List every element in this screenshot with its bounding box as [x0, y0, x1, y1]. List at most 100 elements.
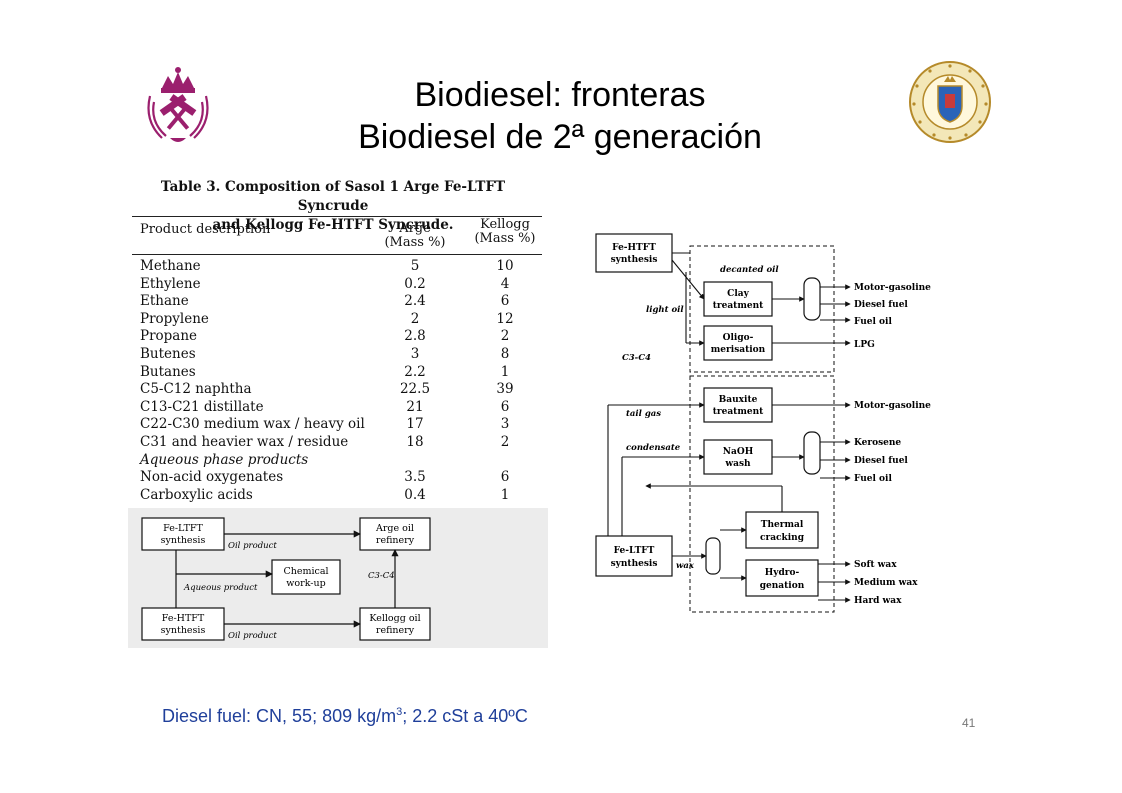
table-row: Carboxylic acids 0.4 1: [140, 487, 545, 505]
slide-title: Biodiesel: fronteras Biodiesel de 2ª gen…: [240, 74, 880, 158]
out-fuel-oil-2: Fuel oil: [854, 474, 892, 484]
table-row: Aqueous phase products: [140, 452, 545, 470]
out-motor-gasoline-2: Motor-gasoline: [854, 401, 931, 411]
university-seal-logo: [909, 61, 991, 143]
row-product: Butanes: [140, 363, 196, 380]
ld-oil-product-top: Oil product: [228, 541, 277, 551]
rd-fe-ltft-box: [595, 535, 673, 577]
row-arge: 17: [406, 416, 424, 433]
title-line-1: Biodiesel: fronteras: [414, 76, 706, 114]
ld-htft-l2: synthesis: [161, 625, 206, 636]
rd-htft-l1: Fe-HTFT: [612, 243, 656, 253]
column-2: [803, 431, 821, 475]
row-arge: 18: [406, 433, 424, 450]
ld-aqueous-product: Aqueous product: [183, 583, 258, 593]
row-kellogg: 10: [496, 258, 514, 274]
table-row: Methane 5 10: [140, 258, 545, 276]
row-arge: 21: [406, 398, 424, 415]
header-product: Product description: [140, 222, 271, 237]
footer-prefix: Diesel fuel: CN, 55; 809 kg/m: [162, 706, 397, 726]
row-product: Propylene: [140, 310, 209, 327]
ld-ltft-l1: Fe-LTFT: [163, 523, 203, 534]
rd-naoh-l1: NaOH: [723, 447, 754, 457]
table-header-rule: [132, 254, 542, 255]
right-flow-diagram: Fe-HTFT synthesis Fe-LTFT synthesis Clay…: [586, 220, 946, 615]
rd-c3c4: C3-C4: [622, 353, 651, 363]
rd-ltft-l1: Fe-LTFT: [614, 546, 655, 556]
row-arge: 2.2: [404, 363, 426, 380]
out-diesel-fuel-2: Diesel fuel: [854, 456, 908, 466]
footer-suffix: ; 2.2 cSt a 40ºC: [402, 706, 528, 726]
row-product: Carboxylic acids: [140, 486, 253, 503]
rd-hydro-l2: genation: [760, 581, 805, 591]
row-product: Aqueous phase products: [140, 451, 309, 468]
ld-arge-l1: Arge oil: [375, 523, 414, 534]
footer-sup: 3: [396, 706, 403, 718]
row-arge: 5: [410, 258, 420, 274]
row-kellogg: 39: [496, 381, 514, 398]
row-arge: 2.4: [404, 293, 426, 310]
row-product: Methane: [140, 258, 201, 274]
rd-clay-l1: Clay: [727, 289, 749, 299]
rd-wax: wax: [676, 561, 695, 571]
column-1: [803, 277, 821, 321]
row-product: C13-C21 distillate: [140, 398, 264, 415]
row-product: Ethane: [140, 293, 189, 310]
out-soft-wax: Soft wax: [854, 560, 897, 570]
out-lpg: LPG: [854, 340, 875, 350]
title-line-2: Biodiesel de 2ª generación: [358, 118, 762, 156]
table-caption-line-2: and Kellogg Fe-HTFT Syncrude.: [212, 217, 454, 233]
right-flow-svg: Fe-HTFT synthesis Fe-LTFT synthesis Clay…: [595, 233, 931, 613]
chemical-box: [271, 559, 341, 595]
row-kellogg: 8: [500, 345, 510, 362]
upgrade-boundary-bottom: [689, 375, 835, 613]
row-product: Ethylene: [140, 275, 201, 292]
row-kellogg: 2: [500, 328, 510, 345]
table-top-rule: [132, 216, 542, 217]
ld-kellogg-l1: Kellogg oil: [369, 613, 420, 624]
row-arge: 0.4: [404, 486, 426, 503]
left-flow-diagram: Fe-LTFT synthesis Fe-HTFT synthesis Arge…: [128, 508, 548, 648]
ld-chem-l1: Chemical: [283, 566, 328, 577]
row-product: C22-C30 medium wax / heavy oil: [140, 416, 365, 433]
rd-bauxite-l1: Bauxite: [719, 395, 758, 405]
row-product: C5-C12 naphtha: [140, 381, 252, 398]
rd-hydro-l1: Hydro-: [765, 568, 800, 578]
ld-kellogg-l2: refinery: [376, 625, 415, 636]
diesel-fuel-note: Diesel fuel: CN, 55; 809 kg/m3; 2.2 cSt …: [162, 706, 528, 727]
row-kellogg: 4: [500, 275, 510, 292]
header-arge-name: Arge: [399, 221, 431, 236]
header-kellogg-unit: (Mass %): [474, 231, 536, 246]
header-kellogg-name: Kellogg: [480, 217, 530, 232]
rd-decanted-oil: decanted oil: [720, 265, 779, 275]
out-medium-wax: Medium wax: [854, 578, 918, 588]
out-kerosene: Kerosene: [854, 438, 901, 448]
rd-bauxite-l2: treatment: [713, 407, 764, 417]
header-kellogg: Kellogg (Mass %): [465, 218, 545, 246]
row-kellogg: 1: [500, 363, 510, 380]
kellogg-refinery-box: [359, 607, 431, 641]
upgrade-boundary-top: [689, 245, 835, 373]
ld-ltft-l2: synthesis: [161, 535, 206, 546]
row-arge: 3: [410, 345, 420, 362]
row-arge: 2: [410, 310, 420, 327]
rd-tail-gas: tail gas: [626, 409, 661, 419]
header-arge: Arge (Mass %): [380, 222, 450, 250]
row-kellogg: 1: [500, 486, 510, 503]
ld-chem-l2: work-up: [286, 578, 325, 589]
rd-naoh-l2: wash: [724, 459, 751, 469]
rd-thermal-l1: Thermal: [761, 520, 804, 530]
fe-ltft-box: [141, 517, 225, 551]
ld-oil-product-bottom: Oil product: [228, 631, 277, 641]
table-caption-line-1: Table 3. Composition of Sasol 1 Arge Fe-…: [160, 179, 506, 214]
row-kellogg: 2: [500, 433, 510, 450]
out-fuel-oil-1: Fuel oil: [854, 317, 892, 327]
school-crest-logo: [147, 67, 209, 142]
